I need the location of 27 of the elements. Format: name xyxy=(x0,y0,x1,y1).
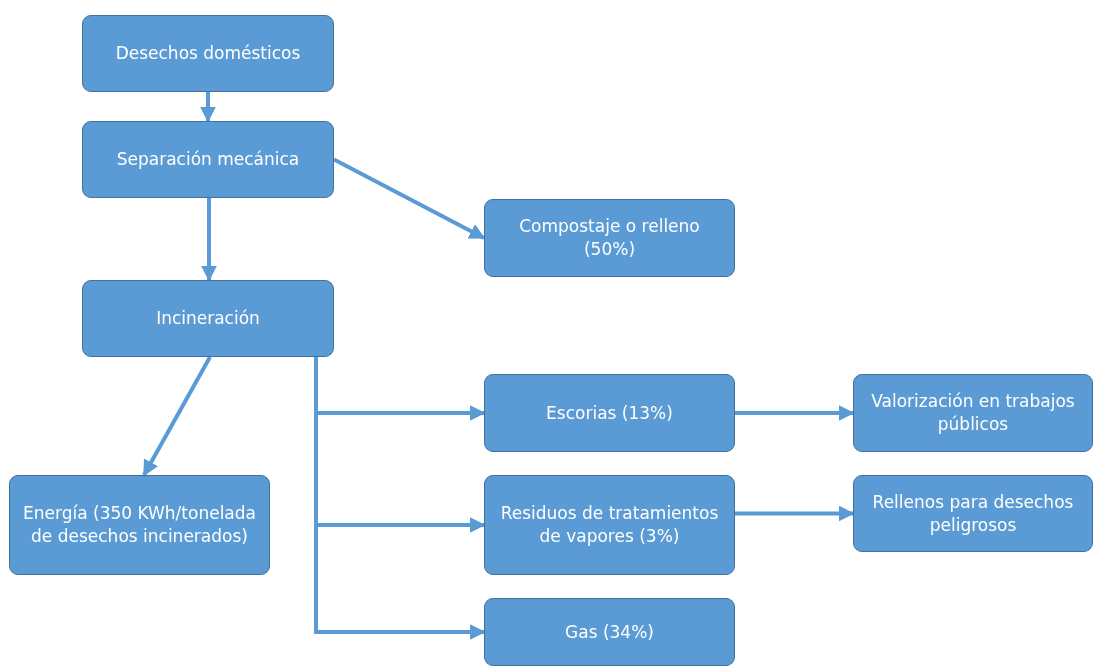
process-box xyxy=(82,15,334,92)
process-box xyxy=(484,475,735,575)
box-label: Desechos domésticos xyxy=(115,42,301,65)
arrow xyxy=(142,356,212,477)
arrow xyxy=(735,505,855,522)
arrow xyxy=(333,157,486,240)
arrow xyxy=(200,92,216,123)
process-box xyxy=(484,199,735,277)
box-label: Rellenos para desechos peligrosos xyxy=(871,490,1075,537)
box-label: Valorización en trabajos públicos xyxy=(870,390,1076,436)
process-box xyxy=(484,598,735,666)
process-box xyxy=(484,374,735,452)
process-box xyxy=(82,280,334,357)
box-label: Energía (350 KWh/tonelada de desechos incinerados) xyxy=(22,502,257,548)
process-box xyxy=(853,374,1093,452)
box-label: Incineración xyxy=(156,307,260,330)
box-label: Residuos de tratamientos de vapores (3%) xyxy=(499,502,720,548)
box-label: Separación mecánica xyxy=(116,148,300,171)
arrow xyxy=(735,405,855,421)
process-box xyxy=(9,475,270,575)
process-box xyxy=(82,121,334,198)
box-label: Gas (34%) xyxy=(565,620,654,644)
process-box xyxy=(853,475,1093,552)
arrow xyxy=(201,198,217,282)
box-label: Compostaje o relleno (50%) xyxy=(518,215,701,261)
box-label: Escorias (13%) xyxy=(546,401,673,425)
arrow xyxy=(314,357,486,640)
